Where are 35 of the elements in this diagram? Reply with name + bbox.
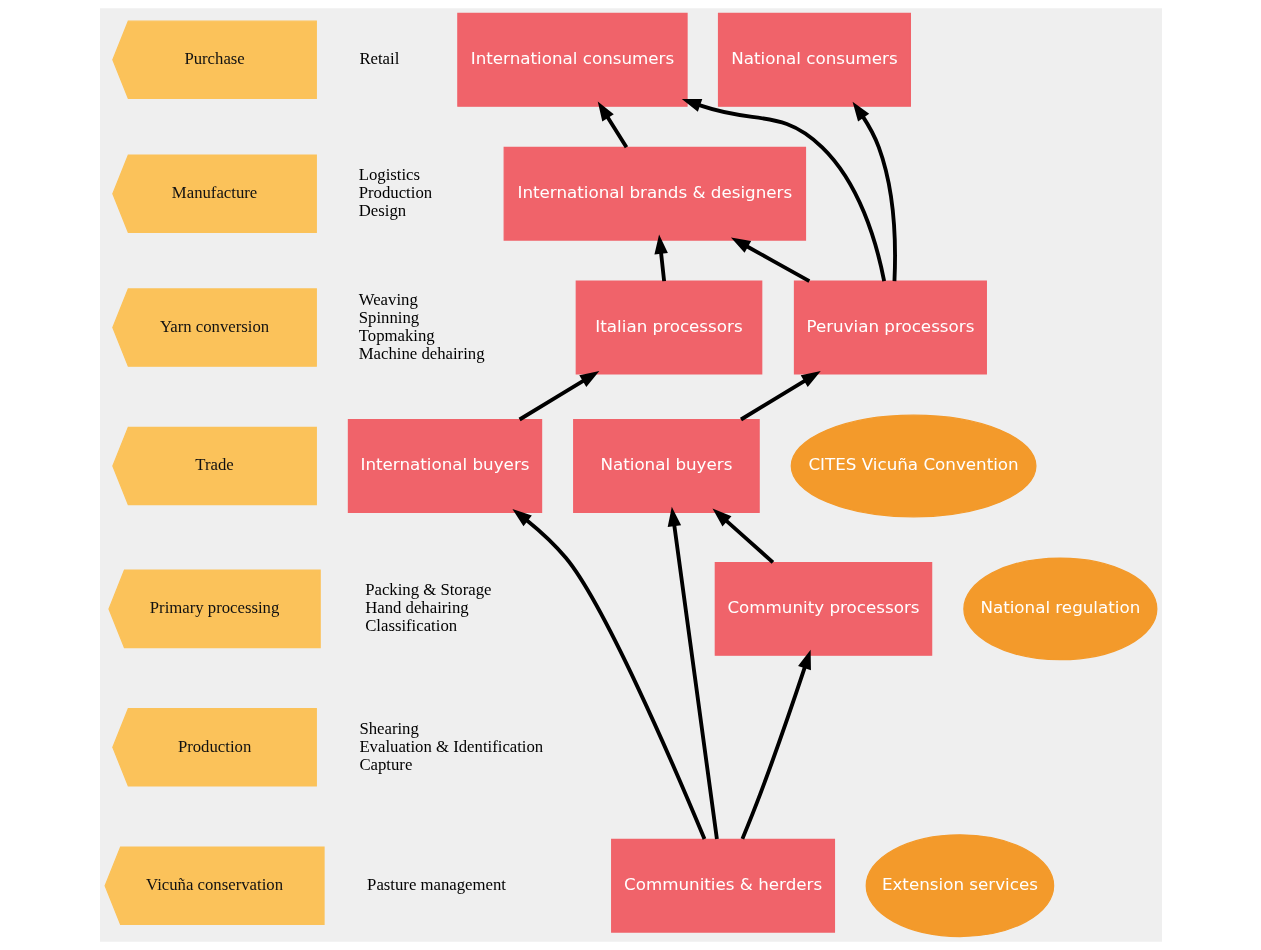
arrow [739,371,821,422]
arrow [511,509,706,840]
node-label: Design [358,201,406,221]
node-box: National buyers [572,419,760,513]
arrow [852,101,897,282]
node-label: Weaving [358,289,418,309]
arrow [518,371,599,422]
arrow [730,237,810,283]
arrow [653,234,668,282]
node-label: Capture [358,754,412,774]
node-label: Machine dehairing [358,344,485,364]
node-label: Production [358,183,432,203]
arrow [740,649,811,840]
node-label: Retail [358,49,399,69]
arrow [681,98,886,282]
node-box: National consumers [717,12,911,107]
arrow [667,506,719,840]
node-label: Logistics [358,165,420,185]
node-ellipse: CITES Vicuña Convention [790,414,1037,518]
node-label: Classification [364,616,457,636]
node-label: Shearing [358,718,419,738]
node-box: Community processors [714,561,932,656]
node-ellipse: Extension services [865,834,1054,938]
node-box: Peruvian processors [793,280,987,375]
arrow [712,508,774,564]
node-box: International consumers [456,12,688,107]
node-label: Pasture management [366,875,506,895]
node-box: Italian processors [575,280,762,375]
node-ellipse: National regulation [962,557,1157,661]
node-box: Communities & herders [610,838,835,933]
arrow [597,101,628,149]
node-label: Packing & Storage [364,580,491,600]
node-label: Hand dehairing [364,598,469,618]
node-box: International brands & designers [503,146,806,241]
node-box: International buyers [347,419,542,513]
